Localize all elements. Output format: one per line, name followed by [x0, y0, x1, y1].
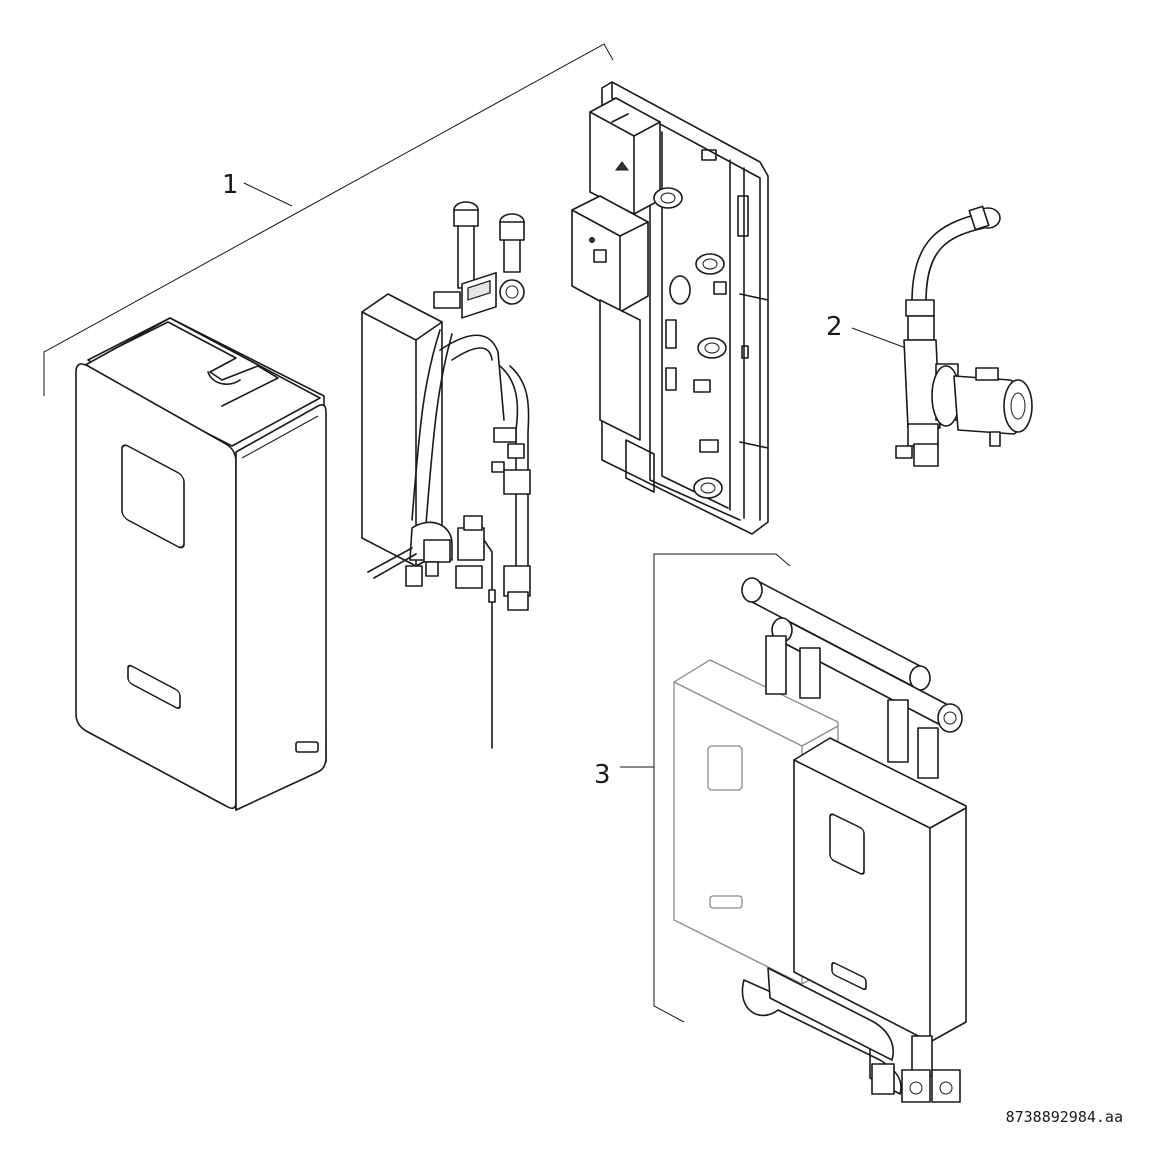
heat-exchanger-module — [361, 201, 531, 749]
display-window — [121, 444, 185, 549]
logo-plate — [127, 664, 181, 710]
document-id: 8738892984.aa — [1005, 1108, 1123, 1126]
front-cover — [75, 317, 327, 811]
pump-assembly — [851, 205, 1033, 467]
group-1-bracket — [43, 43, 614, 396]
group-3-bracket — [620, 553, 791, 1023]
cascade-system — [673, 577, 967, 1103]
mounting-frame — [571, 81, 769, 535]
callout-label-1: 1 — [222, 170, 239, 200]
callout-label-3: 3 — [594, 760, 611, 790]
callout-label-2: 2 — [826, 312, 843, 342]
